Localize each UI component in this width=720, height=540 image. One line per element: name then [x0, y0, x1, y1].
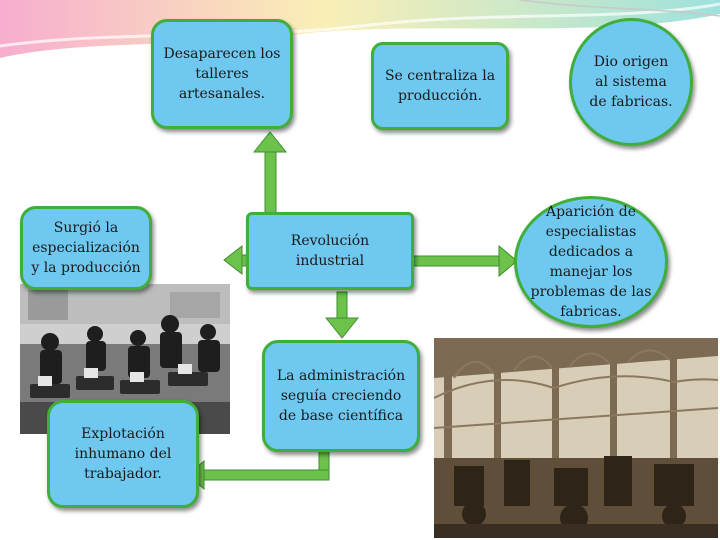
- node-administracion-label: La administración seguía creciendo de ba…: [276, 368, 406, 424]
- factory-hall-photo: [434, 338, 718, 538]
- arrow-right-especialistas: [498, 244, 518, 278]
- banner-stripe-thin: [519, 0, 720, 17]
- node-especializacion: Surgió la especialización y la producció…: [20, 206, 152, 290]
- node-talleres: Desaparecen los talleres artesanales.: [151, 19, 293, 129]
- node-talleres-label: Desaparecen los talleres artesanales.: [163, 46, 281, 102]
- decorative-banner: [0, 0, 720, 58]
- node-fabricas: Dio origen al sistema de fabricas.: [569, 18, 693, 146]
- node-especializacion-label: Surgió la especialización y la producció…: [31, 220, 141, 276]
- node-explotacion: Explotación inhumano del trabajador.: [47, 400, 199, 508]
- node-especialistas: Aparición de especialistas dedicados a m…: [514, 196, 668, 328]
- banner-wave: [0, 0, 720, 58]
- node-centraliza-label: Se centraliza la producción.: [384, 68, 496, 104]
- banner-stripe: [0, 2, 720, 48]
- node-especialistas-label: Aparición de especialistas dedicados a m…: [530, 204, 652, 320]
- node-explotacion-label: Explotación inhumano del trabajador.: [74, 426, 172, 482]
- node-fabricas-label: Dio origen al sistema de fabricas.: [589, 54, 673, 110]
- arrow-right-shaft: [412, 255, 502, 267]
- arrow-left-especializacion: [223, 244, 243, 276]
- arrow-up-talleres: [252, 131, 288, 153]
- node-administracion: La administración seguía creciendo de ba…: [262, 340, 420, 452]
- node-revolucion-label: Revolución industrial: [290, 233, 370, 269]
- arrow-down-administracion: [324, 317, 360, 339]
- elbow-horizontal: [199, 469, 330, 481]
- node-revolucion: Revolución industrial: [246, 212, 414, 290]
- node-centraliza: Se centraliza la producción.: [371, 42, 509, 130]
